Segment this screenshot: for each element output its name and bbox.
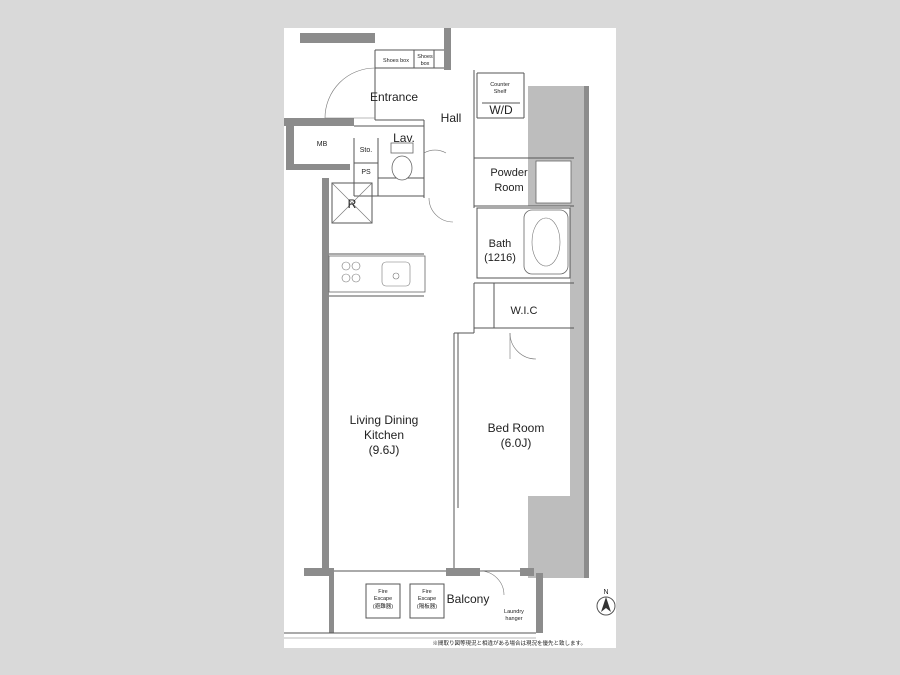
powder-room-label-l1: Powder xyxy=(490,167,528,179)
bedroom-label-l2: (6.0J) xyxy=(501,436,532,450)
powder-room-label-l2: Room xyxy=(494,182,523,194)
bedroom-label-l1: Bed Room xyxy=(488,421,545,435)
ldk-label-l3: (9.6J) xyxy=(369,443,400,457)
fire-escape-2-label-l3: (隔板器) xyxy=(417,602,437,610)
fire-escape-2-label-l1: Fire xyxy=(422,589,431,595)
hall-label: Hall xyxy=(441,111,462,125)
entrance-label: Entrance xyxy=(370,90,418,104)
fire-escape-2-label-l2: Escape xyxy=(418,596,436,602)
fire-escape-1-label-l3: (避難器) xyxy=(373,602,393,610)
wic-label: W.I.C xyxy=(511,305,538,317)
laundry-hanger-label-l2: hanger xyxy=(505,616,522,622)
partitions xyxy=(284,49,574,639)
sto-label: Sto. xyxy=(360,147,373,154)
lav-label: Lav. xyxy=(393,131,415,145)
ps-label: PS xyxy=(361,169,371,176)
counter-shelf-label-l1: Counter xyxy=(490,82,510,88)
counter-shelf-label-l2: Shelf xyxy=(494,89,507,95)
balcony-label: Balcony xyxy=(447,592,490,606)
footnote: ※間取り図等現況と相違がある場合は現況を優先と致します。 xyxy=(433,639,586,647)
walls xyxy=(284,28,589,633)
north-compass: N xyxy=(596,589,616,616)
ldk-label-l2: Kitchen xyxy=(364,428,404,442)
floor-plan: N Shoes box Shoes box Entrance Hall Lav.… xyxy=(284,28,616,647)
washer-dryer-label: W/D xyxy=(489,103,513,117)
door-swings xyxy=(324,67,537,596)
fire-escape-1-label-l1: Fire xyxy=(378,589,387,595)
fire-escape-1-label-l2: Escape xyxy=(374,596,392,602)
shoes-box-2-label-l1: Shoes xyxy=(417,54,433,60)
bath-label-l1: Bath xyxy=(489,238,512,250)
mb-label: MB xyxy=(317,141,328,148)
bath-label-l2: (1216) xyxy=(484,252,516,264)
ldk-label-l1: Living Dining xyxy=(350,413,419,427)
shoes-box-2-label-l2: box xyxy=(421,61,430,67)
floor-plan-sheet: N Shoes box Shoes box Entrance Hall Lav.… xyxy=(284,28,616,648)
refrigerator-label: R xyxy=(348,197,357,211)
laundry-hanger-label-l1: Laundry xyxy=(504,609,524,615)
compass-label: N xyxy=(603,589,608,596)
room-labels: Shoes box Shoes box Entrance Hall Lav. S… xyxy=(317,54,586,647)
shoes-box-label: Shoes box xyxy=(383,58,409,64)
